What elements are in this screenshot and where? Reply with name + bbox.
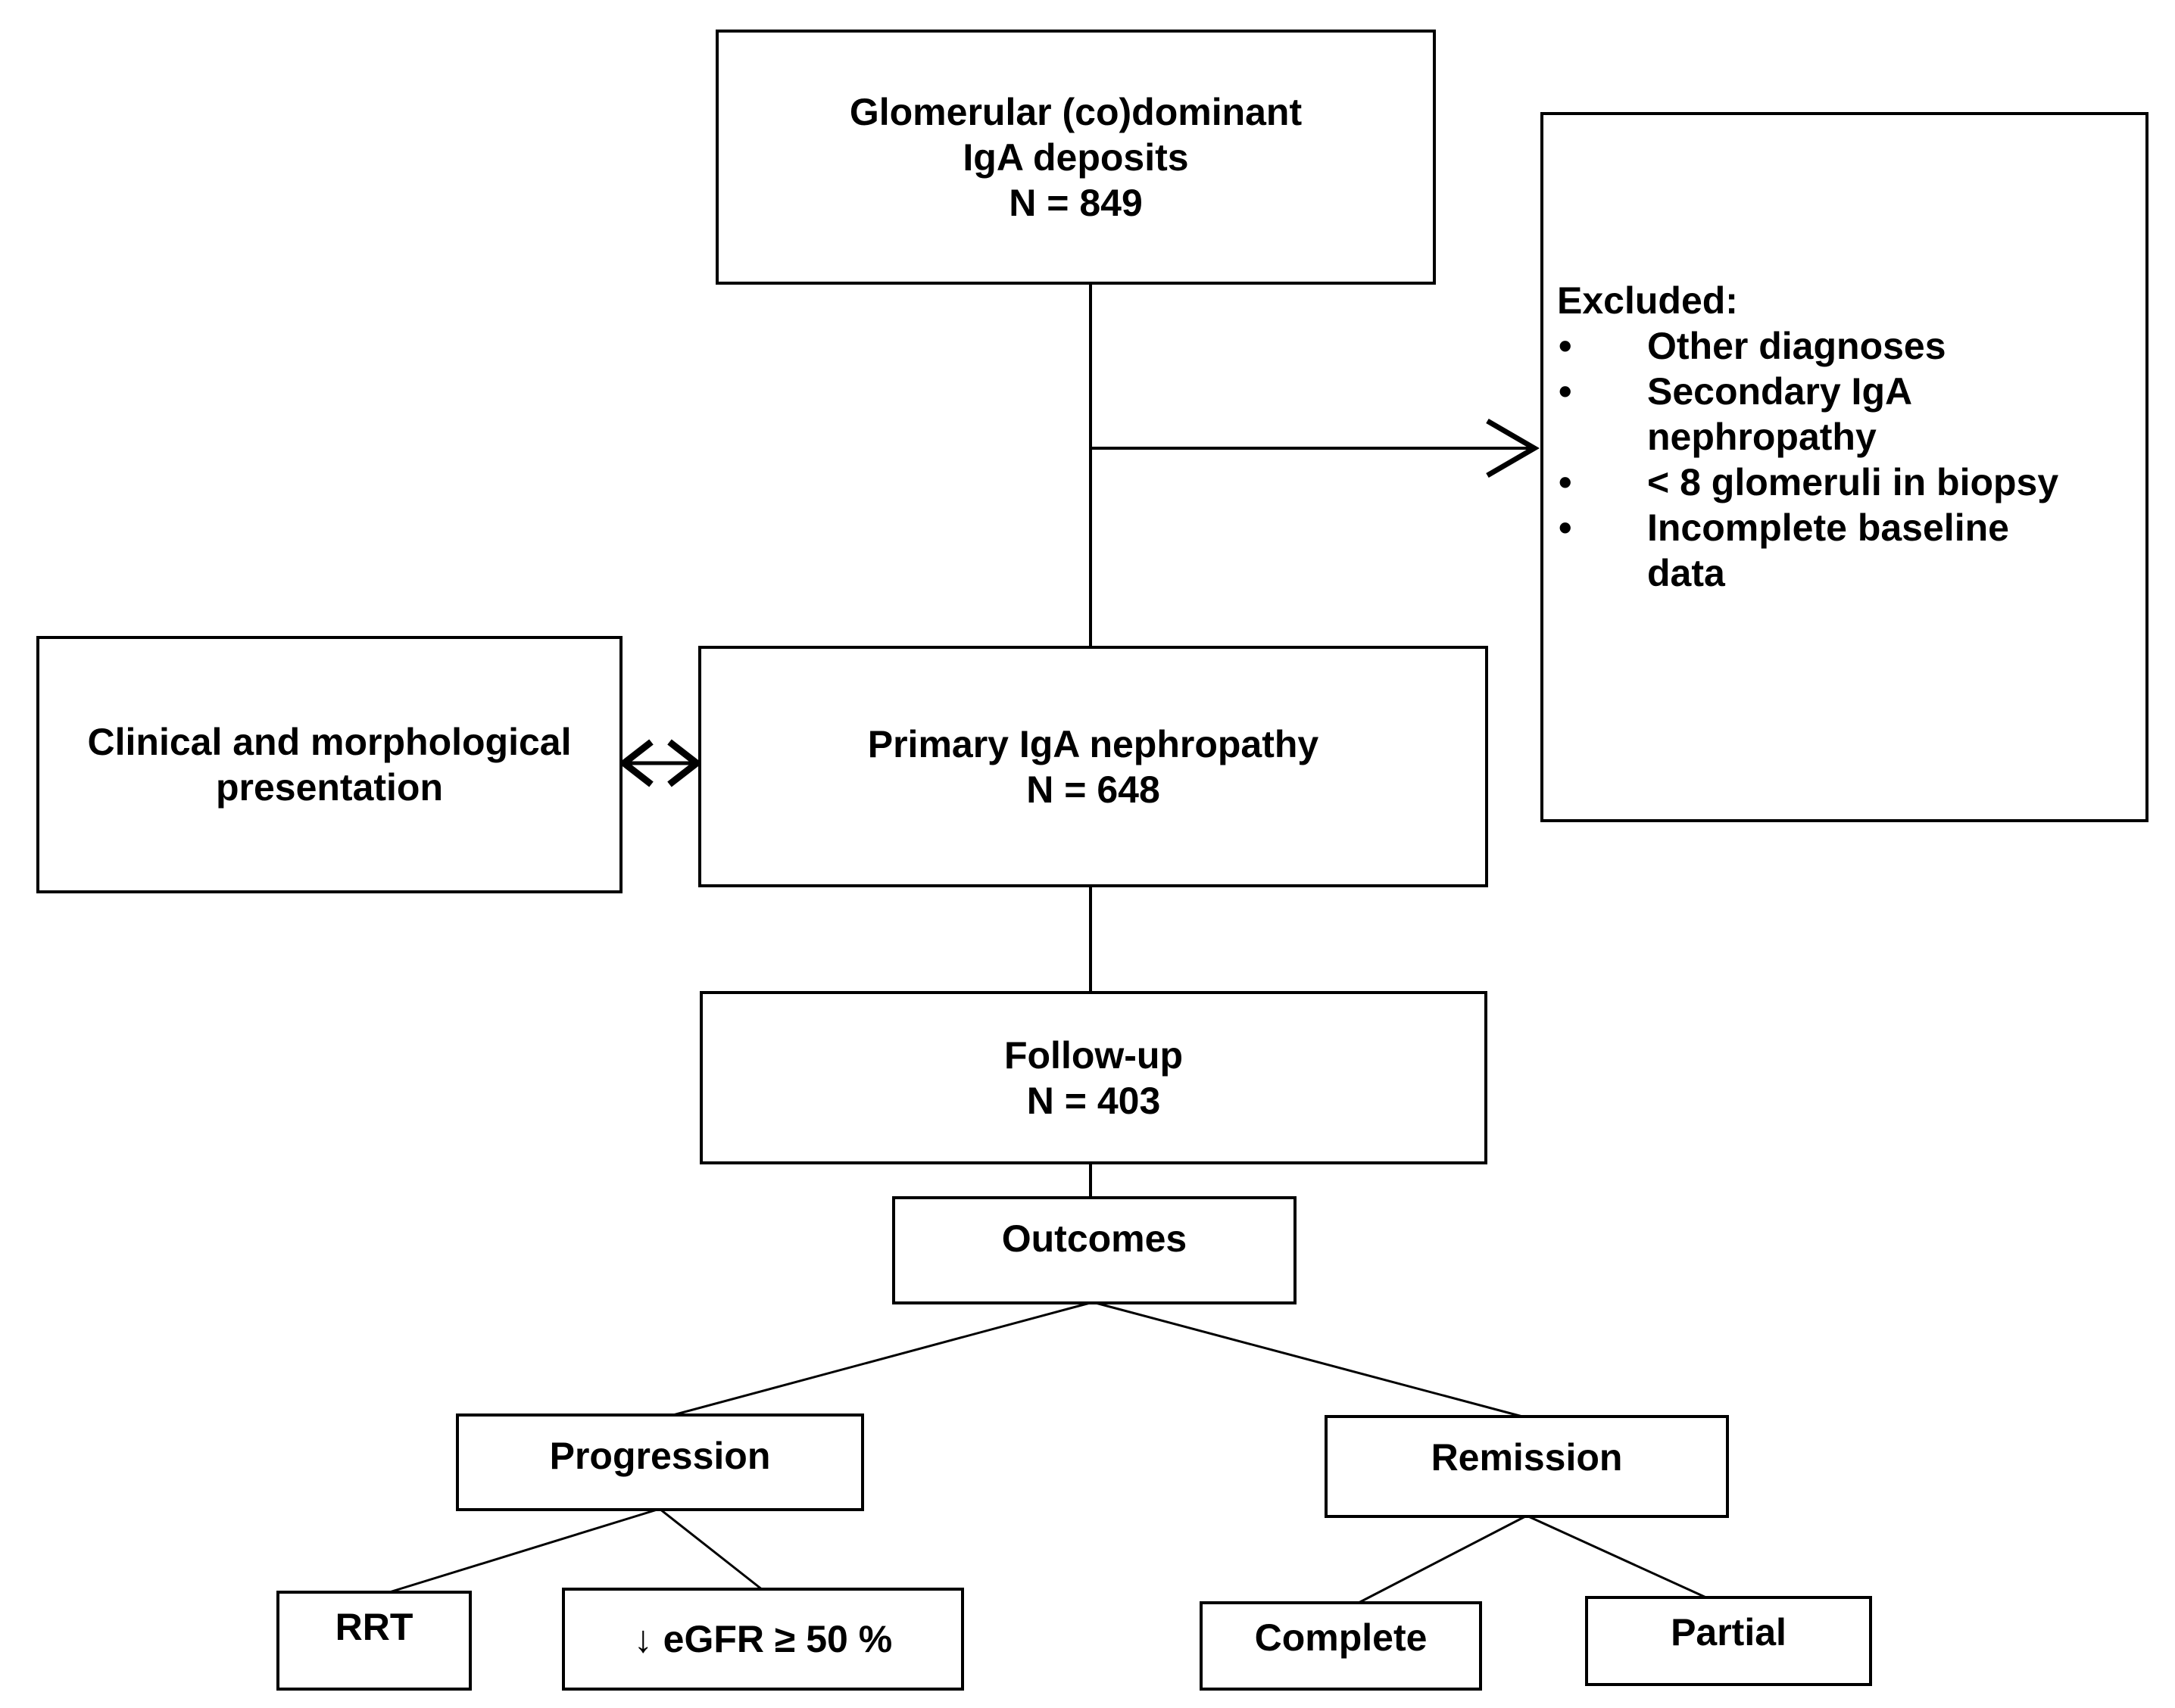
outcomes-label: Outcomes [1001,1217,1187,1260]
complete-remission-box: Complete [1200,1601,1482,1691]
progression-box: Progression [456,1413,864,1511]
connector-progression-to-rrt [386,1507,660,1594]
remission-label: Remission [1431,1436,1623,1479]
excluded-box: Excluded: Other diagnoses Secondary IgA … [1540,112,2148,822]
connector-progression-to-egfr [659,1507,763,1591]
arrowhead-excluded [1486,418,1540,478]
partial-remission-box: Partial [1585,1596,1872,1686]
remission-box: Remission [1325,1415,1729,1518]
excluded-item-other-diagnoses: Other diagnoses [1557,323,2130,369]
complete-remission-label: Complete [1254,1616,1428,1659]
connector-remission-to-complete [1356,1514,1527,1605]
egfr-decline-label: ↓ eGFR ≥ 50 % [633,1618,893,1660]
clinical-presentation-label: Clinical and morphological presentation [87,721,572,809]
followup-box: Follow-up N = 403 [700,991,1487,1164]
outcomes-box: Outcomes [892,1196,1297,1304]
rrt-label: RRT [335,1606,413,1648]
primary-iga-box: Primary IgA nephropathy N = 648 [698,646,1488,887]
arrowhead-left [618,739,654,787]
egfr-decline-box: ↓ eGFR ≥ 50 % [562,1588,964,1691]
arrowhead-right [667,739,703,787]
primary-iga-label: Primary IgA nephropathy N = 648 [867,722,1319,811]
excluded-item-glomeruli: < 8 glomeruli in biopsy [1557,460,2130,505]
rrt-box: RRT [276,1591,472,1691]
excluded-list: Other diagnoses Secondary IgA nephropath… [1557,323,2130,596]
glomerular-deposits-box: Glomerular (co)dominant IgA deposits N =… [716,30,1436,285]
connector-outcomes-to-remission [1092,1301,1526,1419]
connector-outcomes-to-progression [669,1301,1094,1417]
glomerular-deposits-label: Glomerular (co)dominant IgA deposits N =… [849,90,1303,224]
excluded-item-secondary-iga: Secondary IgA nephropathy [1557,369,2130,460]
excluded-item-incomplete-baseline: Incomplete baseline data [1557,505,2130,596]
clinical-presentation-box: Clinical and morphological presentation [36,636,623,893]
connector-remission-to-partial [1526,1514,1708,1600]
partial-remission-label: Partial [1671,1611,1786,1653]
excluded-heading: Excluded: [1557,279,1738,322]
followup-label: Follow-up N = 403 [1003,1033,1184,1122]
progression-label: Progression [549,1435,771,1477]
